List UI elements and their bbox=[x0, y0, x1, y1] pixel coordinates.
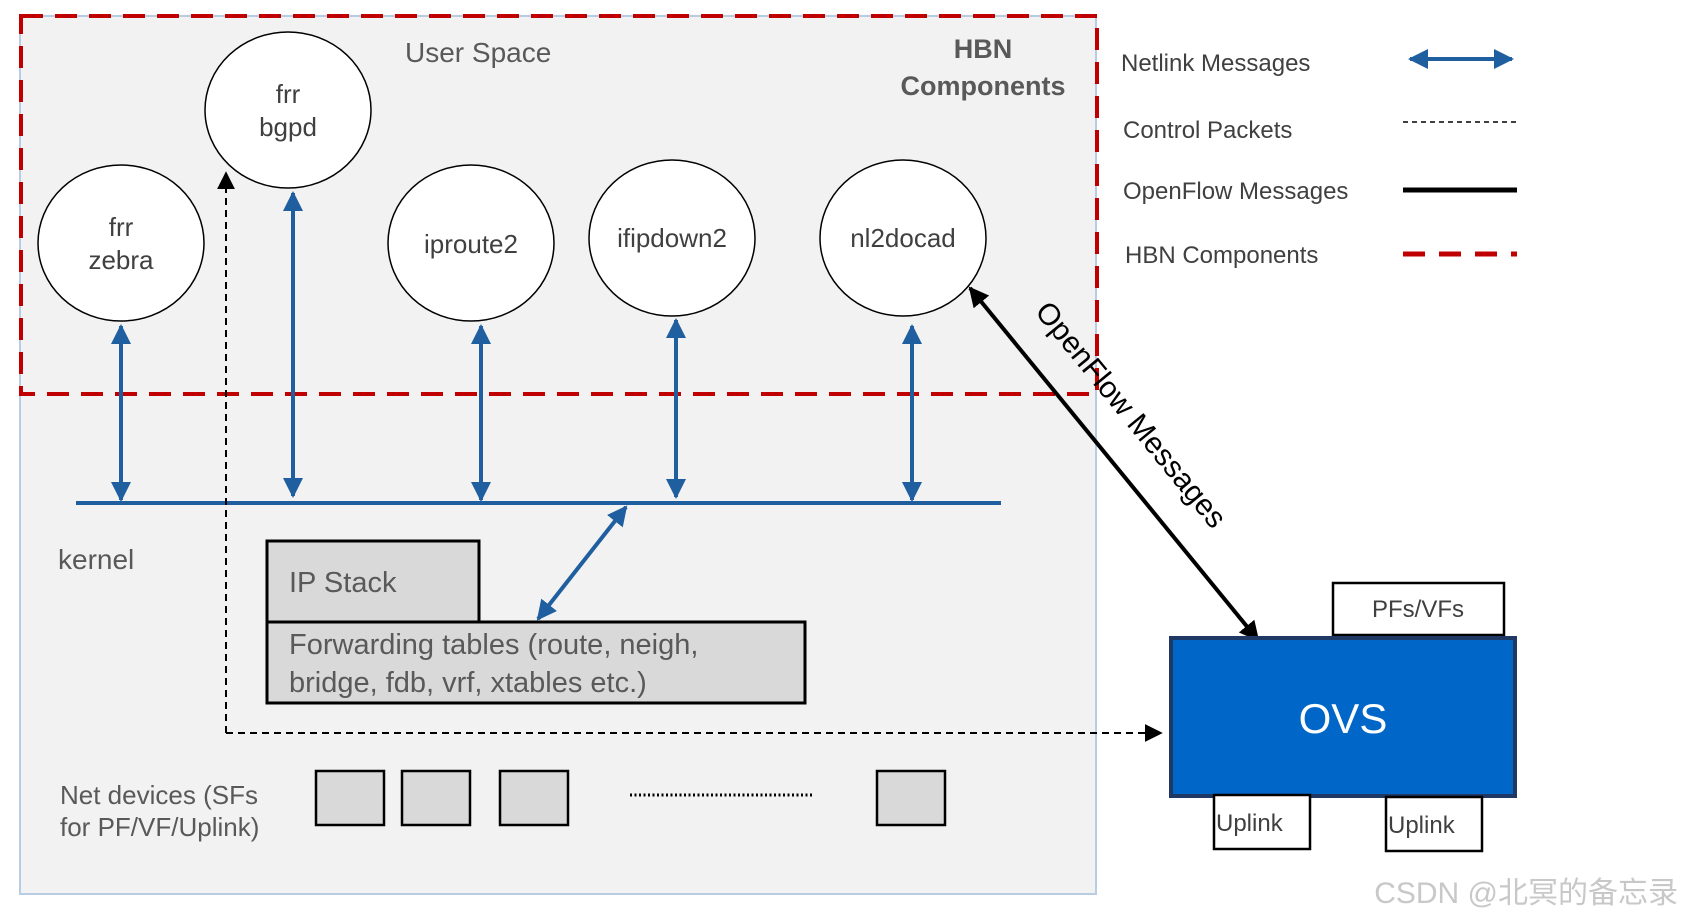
uplink-box-1 bbox=[1212, 793, 1312, 851]
legend-openflow-label: OpenFlow Messages bbox=[1123, 178, 1348, 205]
uplink-label-1: Uplink bbox=[1216, 810, 1284, 837]
ip-stack-box bbox=[265, 539, 481, 625]
net-devices-label-line2: for PF/VF/Uplink) bbox=[60, 812, 259, 842]
pfs-vfs-label: PFs/VFs bbox=[1372, 596, 1464, 623]
csdn-watermark: CSDN @北冥的备忘录 bbox=[1374, 877, 1678, 910]
user-space-label: User Space bbox=[405, 37, 551, 68]
system-panel bbox=[19, 15, 1097, 895]
legend: Netlink Messages Control Packets OpenFlo… bbox=[1121, 49, 1517, 269]
ifipdown2-label: ifipdown2 bbox=[617, 223, 727, 253]
forwarding-tables-line1: Forwarding tables (route, neigh, bbox=[289, 629, 698, 661]
hbn-components-boundary bbox=[19, 14, 1099, 396]
process-frr-zebra: frr zebra bbox=[37, 164, 205, 322]
legend-netlink-label: Netlink Messages bbox=[1121, 50, 1310, 77]
legend-hbn-label: HBN Components bbox=[1125, 242, 1318, 269]
frr-zebra-line2: zebra bbox=[88, 245, 154, 275]
net-device bbox=[314, 769, 386, 827]
nl2docad-label: nl2docad bbox=[850, 223, 956, 253]
frr-bgpd-line1: frr bbox=[276, 79, 301, 109]
frr-zebra-line1: frr bbox=[109, 212, 134, 242]
iproute2-label: iproute2 bbox=[424, 229, 518, 259]
net-device bbox=[400, 769, 472, 827]
kernel-label: kernel bbox=[58, 544, 134, 575]
process-iproute2: iproute2 bbox=[387, 164, 555, 322]
hbn-label-line1: HBN bbox=[954, 34, 1013, 64]
ip-stack-label: IP Stack bbox=[289, 567, 397, 599]
ovs-box bbox=[1169, 636, 1517, 798]
netlink-arrow-forwarding bbox=[536, 505, 628, 621]
net-device bbox=[875, 769, 947, 827]
legend-control-label: Control Packets bbox=[1123, 117, 1292, 144]
openflow-link bbox=[968, 286, 1260, 642]
process-nl2docad: nl2docad bbox=[819, 159, 987, 317]
hbn-label-line2: Components bbox=[901, 71, 1066, 101]
process-ifipdown2: ifipdown2 bbox=[588, 159, 756, 317]
net-devices-label-line1: Net devices (SFs bbox=[60, 780, 258, 810]
ovs-label: OVS bbox=[1299, 695, 1388, 742]
net-device bbox=[498, 769, 570, 827]
uplink-box-2 bbox=[1384, 795, 1484, 853]
pfs-vfs-box bbox=[1331, 581, 1506, 637]
frr-bgpd-line2: bgpd bbox=[259, 112, 317, 142]
uplink-label-2: Uplink bbox=[1388, 812, 1456, 839]
forwarding-tables-line2: bridge, fdb, vrf, xtables etc.) bbox=[289, 667, 647, 699]
forwarding-tables-box bbox=[265, 620, 807, 705]
process-frr-bgpd: frr bgpd bbox=[204, 31, 372, 189]
